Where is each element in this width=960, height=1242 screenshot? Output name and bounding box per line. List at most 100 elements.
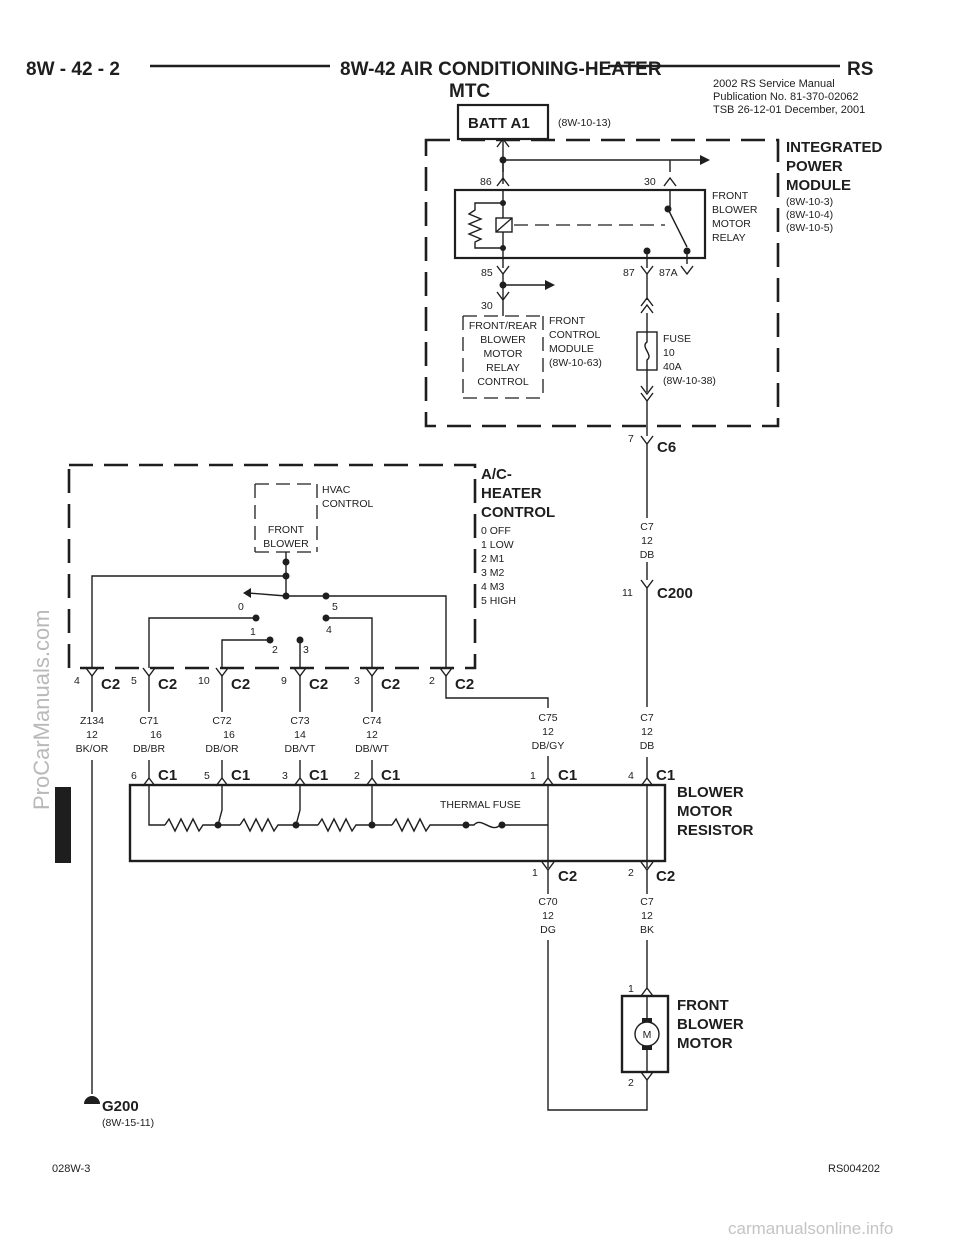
c1-pin2-chevron — [365, 776, 379, 787]
page-title: 8W-42 AIR CONDITIONING-HEATER — [340, 59, 662, 80]
ipm-title-1: INTEGRATED — [786, 139, 883, 156]
c1-pin6-chevron — [142, 776, 156, 787]
battery-ref: (8W-10-13) — [558, 117, 611, 129]
page-id: 8W - 42 - 2 — [26, 59, 120, 80]
c2-pin3: 3 — [354, 675, 360, 687]
hvac-pos-3: 3 M2 — [481, 567, 505, 579]
c2-lower-pin2: 2 — [628, 867, 634, 879]
c2-pin5: 5 — [131, 675, 137, 687]
switch-wiper — [247, 592, 287, 597]
hvac-pos-0: 0 OFF — [481, 525, 511, 537]
hvac-title-1: A/C- — [481, 466, 512, 483]
wire-c7-lower-1: C7 — [640, 896, 654, 908]
motor-box — [620, 994, 670, 1074]
wire-c72-1: C72 — [212, 715, 231, 727]
pin-87a-label: 87A — [659, 267, 678, 279]
ground-symbol — [84, 1096, 100, 1104]
c1-name-pin2: C1 — [381, 767, 400, 784]
c1-name-pin6: C1 — [158, 767, 177, 784]
switch-pos-0: 0 — [238, 601, 244, 613]
resistor-r2 — [239, 817, 318, 833]
wire-c71-1: C71 — [139, 715, 158, 727]
fcm-label-1: FRONT — [549, 315, 586, 327]
thermal-fuse — [466, 821, 548, 829]
relay-box — [453, 188, 707, 260]
resistor-title-2: MOTOR — [677, 803, 733, 820]
c2-pin10: 10 — [198, 675, 210, 687]
c1-pin5: 5 — [204, 770, 210, 782]
wire-c7-mid-3: DB — [640, 740, 655, 752]
page-subtitle: MTC — [449, 81, 490, 102]
wire-c70-2: 12 — [542, 910, 554, 922]
c1-name-pin4: C1 — [656, 767, 675, 784]
wire-c70-3: DG — [540, 924, 556, 936]
ground-name: G200 — [102, 1098, 139, 1115]
wire-c74-3: DB/WT — [355, 743, 389, 755]
c2-name-pin5: C2 — [158, 676, 177, 693]
c2-lower-name-2: C2 — [656, 868, 675, 885]
pin-30-label: 30 — [644, 176, 656, 188]
relay-coil-resistor — [467, 190, 504, 258]
c200-chevron — [640, 579, 654, 590]
resistor-title-3: RESISTOR — [677, 822, 754, 839]
c1-pin5-chevron — [215, 776, 229, 787]
c6-chevron — [640, 435, 654, 446]
wire-c7-mid-2: 12 — [641, 726, 653, 738]
pin-30-chevron — [663, 176, 677, 187]
motor-title-2: BLOWER — [677, 1016, 744, 1033]
wire-c73-2: 14 — [294, 729, 306, 741]
motor-pin1-chevron — [640, 986, 654, 997]
footer-left: 028W-3 — [52, 1163, 90, 1175]
relay-label-2: BLOWER — [712, 204, 758, 216]
side-watermark: ProCarManuals.com — [29, 609, 54, 810]
frr-label-5: CONTROL — [477, 376, 528, 388]
resistor-r4 — [391, 817, 466, 833]
wire-c7-lower-3: BK — [640, 924, 654, 936]
c1-name-pin5: C1 — [231, 767, 250, 784]
frr-label-3: MOTOR — [484, 348, 523, 360]
c2-name-pin9: C2 — [309, 676, 328, 693]
wire-c74-2: 12 — [366, 729, 378, 741]
c6-name: C6 — [657, 439, 676, 456]
wire-c72-2: 16 — [223, 729, 235, 741]
wire-c73-3: DB/VT — [285, 743, 317, 755]
fuse-label-1: FUSE — [663, 333, 691, 345]
switch-pos-4: 4 — [326, 624, 332, 636]
c1-pin1: 1 — [530, 770, 536, 782]
c200-name: C200 — [657, 585, 693, 602]
wire-c73-1: C73 — [290, 715, 309, 727]
resistor-r3 — [317, 817, 392, 833]
hvac-pos-4: 4 M3 — [481, 581, 505, 593]
relay-label-3: MOTOR — [712, 218, 751, 230]
frr-label-1: FRONT/REAR — [469, 320, 538, 332]
c1-pin3-chevron — [293, 776, 307, 787]
fuse-label-4: (8W-10-38) — [663, 375, 716, 387]
resistor-box — [128, 783, 667, 863]
wire-z134-3: BK/OR — [76, 743, 109, 755]
motor-title-1: FRONT — [677, 997, 729, 1014]
wire-pos2 — [221, 639, 270, 668]
switch-pos-2: 2 — [272, 644, 278, 656]
c1-pin6: 6 — [131, 770, 137, 782]
wire-pos4 — [326, 617, 373, 668]
ipm-ref-1: (8W-10-3) — [786, 196, 833, 208]
pin-86-label: 86 — [480, 176, 492, 188]
front-blower-label-1: FRONT — [268, 524, 305, 536]
c2-lower-pin1: 1 — [532, 867, 538, 879]
battery-label: BATT A1 — [468, 115, 530, 132]
wire-c74-1: C74 — [362, 715, 381, 727]
ipm-title-2: POWER — [786, 158, 843, 175]
hvac-pos-2: 2 M1 — [481, 553, 505, 565]
bottom-watermark: carmanualsonline.info — [728, 1219, 893, 1238]
pin-86-chevron — [496, 176, 510, 187]
fuse-label-3: 40A — [663, 361, 682, 373]
wire-c70-1: C70 — [538, 896, 557, 908]
thermal-fuse-label: THERMAL FUSE — [440, 799, 521, 811]
relay-label-1: FRONT — [712, 190, 749, 202]
c6-pin: 7 — [628, 433, 634, 445]
hvac-ctrl-label-1: HVAC — [322, 484, 351, 496]
hvac-title-2: HEATER — [481, 485, 542, 502]
wire-c7-lower-2: 12 — [641, 910, 653, 922]
wire-c7-upper-3: DB — [640, 549, 655, 561]
